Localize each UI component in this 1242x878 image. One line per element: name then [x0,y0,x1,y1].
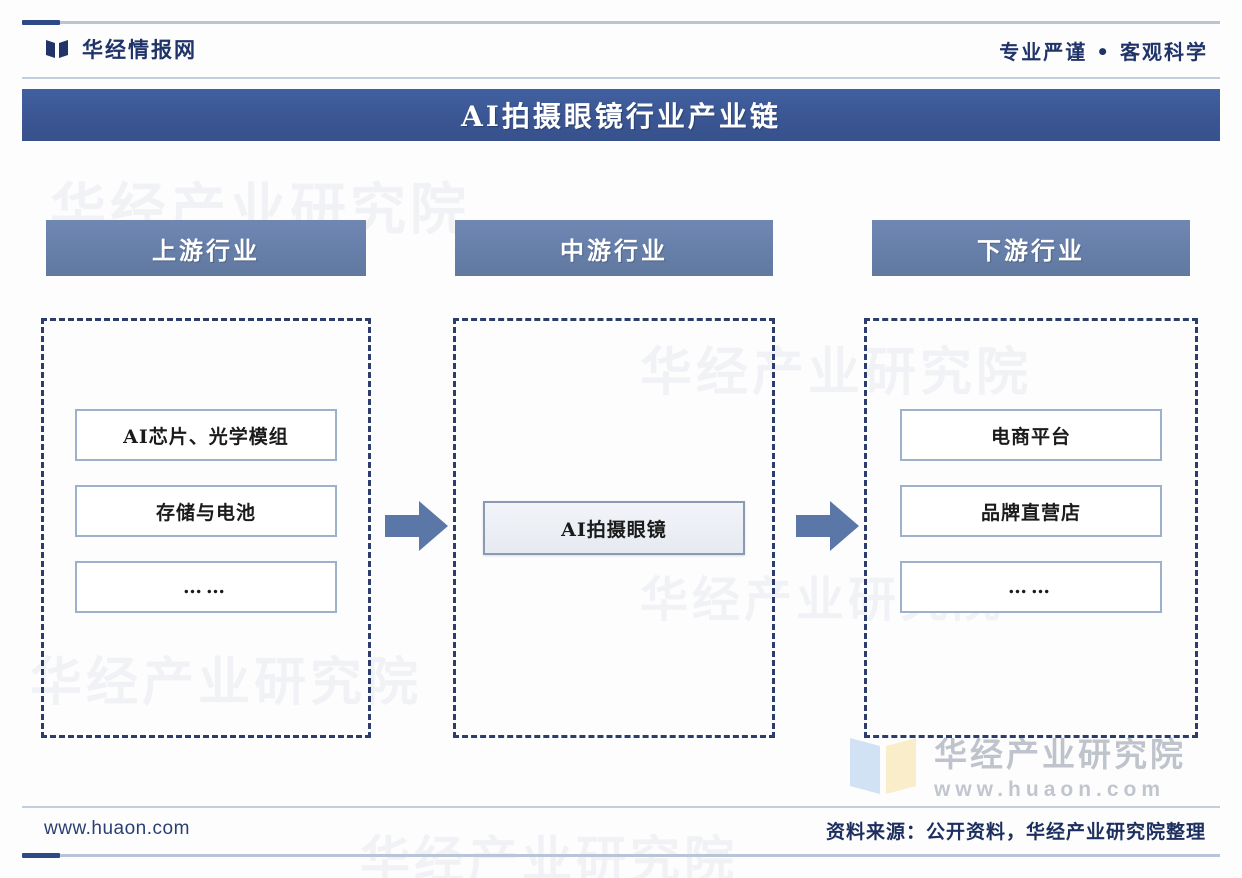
page-footer: www.huaon.com 资料来源：公开资料，华经产业研究院整理 [22,806,1220,852]
brand-name: 华经情报网 [82,37,197,62]
chain-column-midstream: 中游行业 AI拍摄眼镜 [453,220,775,738]
column-header-downstream: 下游行业 [872,220,1190,276]
chain-item-label: 存储与电池 [155,501,256,524]
chain-item-label: 品牌直营店 [980,501,1081,524]
item-stack-downstream: 电商平台 品牌直营店 …… [867,409,1195,613]
chain-item-highlighted[interactable]: AI拍摄眼镜 [483,501,745,555]
page-header: 华经情报网 专业严谨 • 客观科学 [22,30,1220,79]
chain-column-downstream: 下游行业 电商平台 品牌直营店 …… [864,220,1198,738]
rule-accent [22,20,60,25]
chain-item[interactable]: …… [900,561,1162,613]
industry-chain-diagram: 上游行业 AI芯片、光学模组 存储与电池 …… [0,150,1242,810]
bottom-rule [22,853,1220,858]
chain-item[interactable]: AI芯片、光学模组 [75,409,337,461]
chain-item-label: …… [1008,576,1054,598]
item-stack-upstream: AI芯片、光学模组 存储与电池 …… [44,409,368,613]
huaon-logo-icon [46,40,68,58]
column-panel-downstream: 电商平台 品牌直营店 …… [864,318,1198,738]
page-title: AI拍摄眼镜行业产业链 [461,100,781,133]
item-stack-midstream: AI拍摄眼镜 [456,321,772,735]
footer-url[interactable]: www.huaon.com [44,818,190,839]
column-panel-upstream: AI芯片、光学模组 存储与电池 …… [41,318,371,738]
header-tagline: 专业严谨 • 客观科学 [999,40,1208,64]
chain-item-label: AI芯片、光学模组 [123,425,289,448]
chain-item[interactable]: …… [75,561,337,613]
footer-source: 资料来源：公开资料，华经产业研究院整理 [825,821,1206,843]
rule-accent [22,853,60,858]
brand: 华经情报网 [44,34,197,64]
column-header-label: 下游行业 [977,235,1085,265]
column-header-label: 上游行业 [152,235,260,265]
flow-arrow-icon [385,501,448,551]
column-header-label: 中游行业 [560,235,668,265]
footer-divider [22,806,1220,808]
chain-item[interactable]: 存储与电池 [75,485,337,537]
column-header-midstream: 中游行业 [455,220,773,276]
top-rule [22,20,1220,25]
chain-item-label: 电商平台 [990,425,1071,448]
chain-column-upstream: 上游行业 AI芯片、光学模组 存储与电池 …… [41,220,371,738]
chain-item[interactable]: 电商平台 [900,409,1162,461]
flow-arrow-icon [796,501,859,551]
column-header-upstream: 上游行业 [46,220,366,276]
chain-item[interactable]: 品牌直营店 [900,485,1162,537]
column-panel-midstream: AI拍摄眼镜 [453,318,775,738]
chain-item-label: …… [183,576,229,598]
chain-item-label: AI拍摄眼镜 [561,518,667,541]
title-bar: AI拍摄眼镜行业产业链 [22,89,1220,141]
header-underline [22,77,1220,79]
